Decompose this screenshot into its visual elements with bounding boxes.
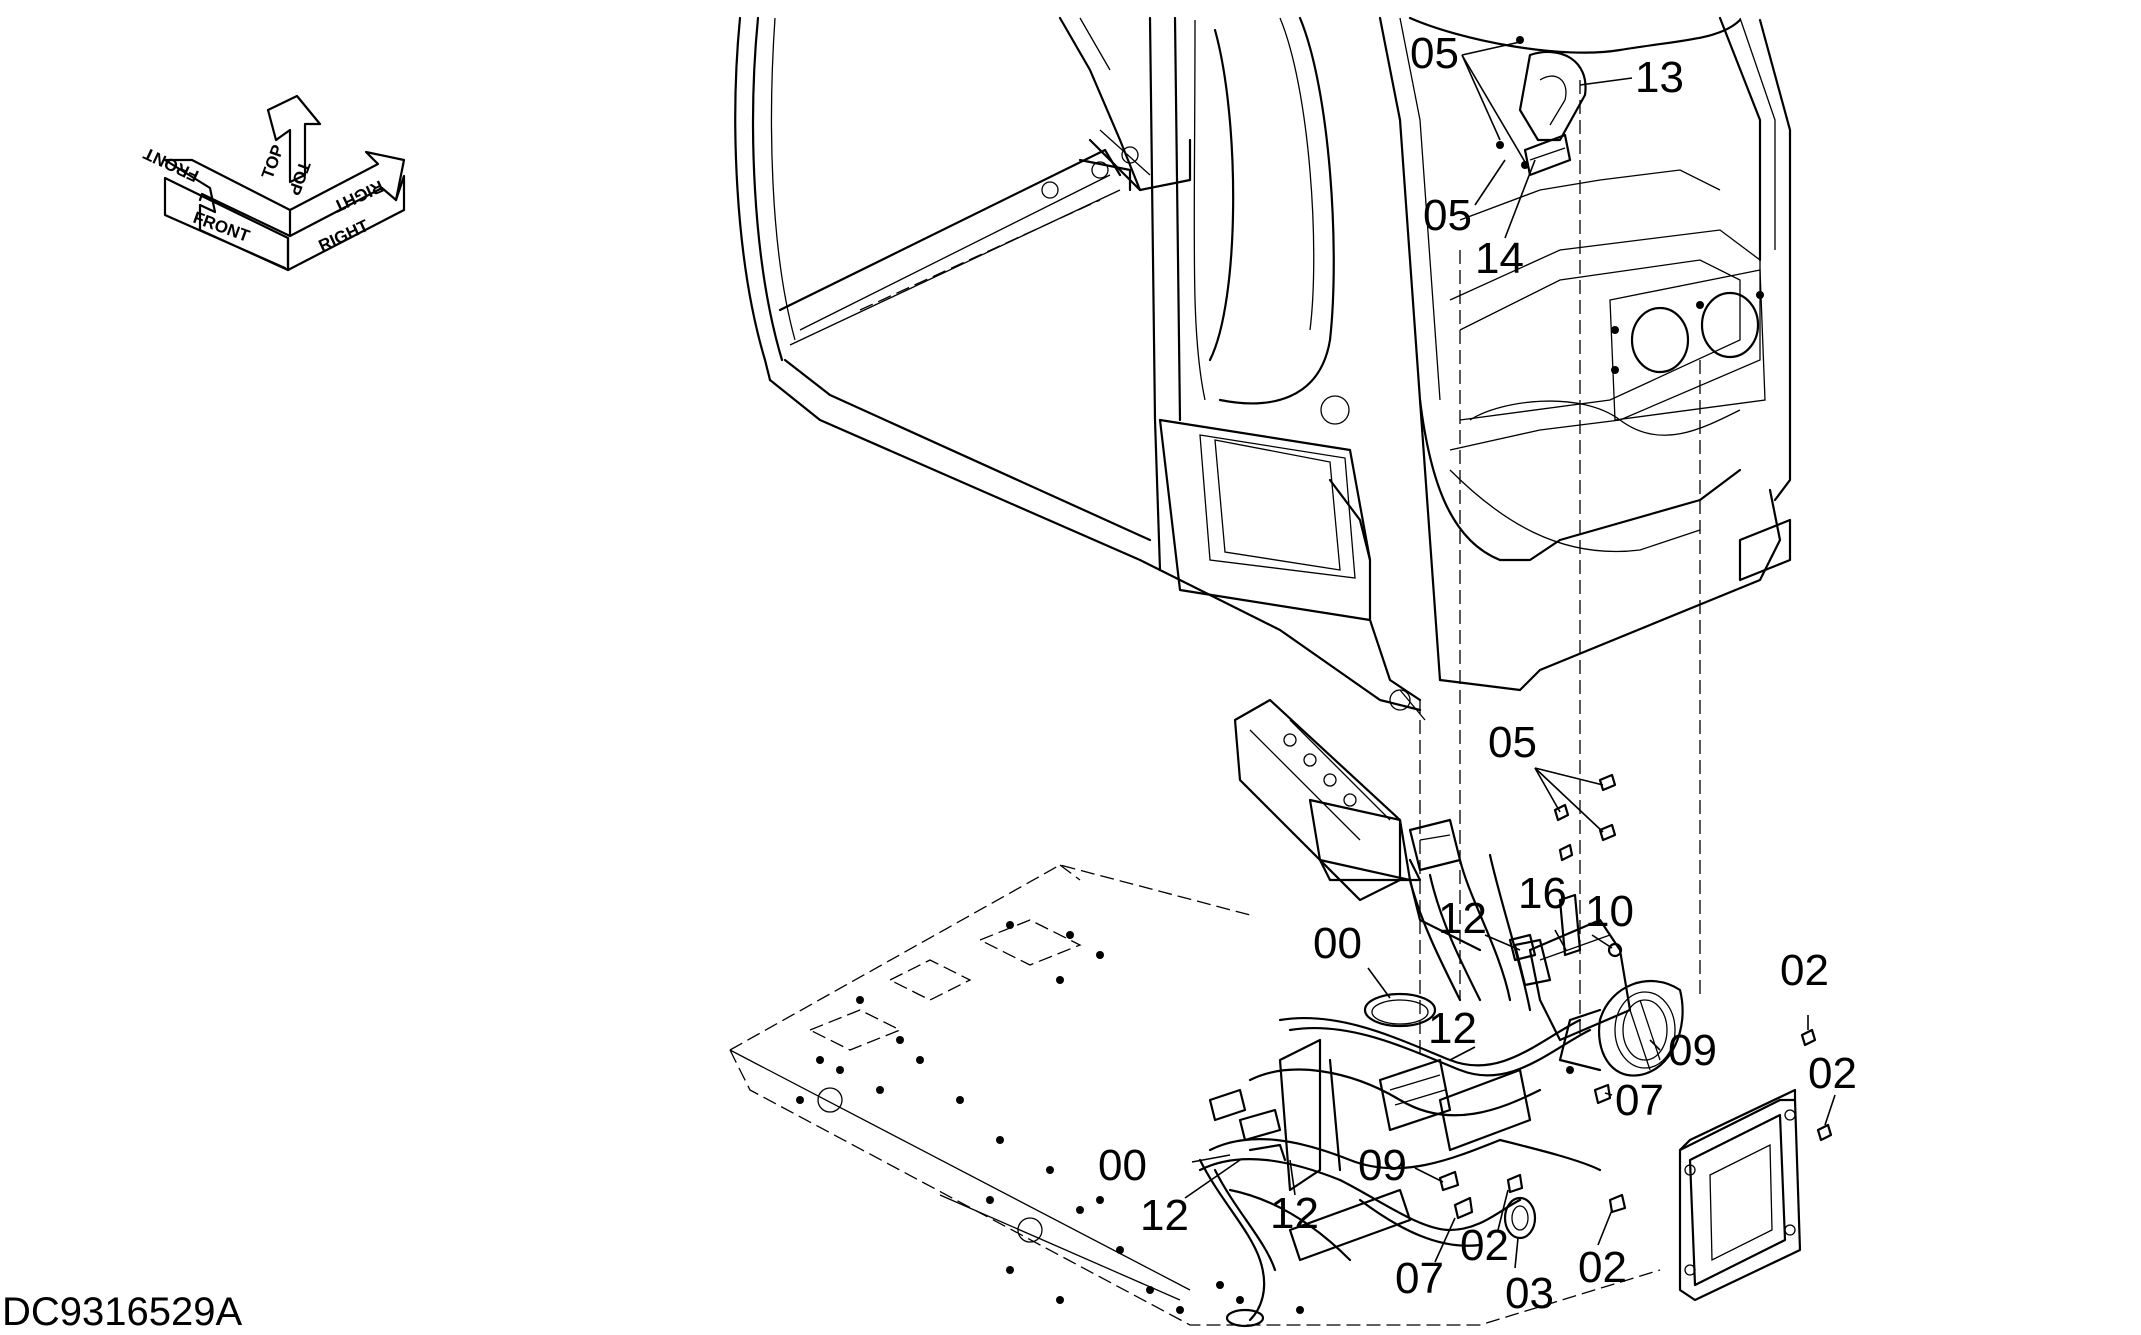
callout-12-lower: 12 — [1270, 1189, 1319, 1238]
callout-14: 14 — [1475, 234, 1524, 283]
callout-02-lower-right: 02 — [1578, 1243, 1627, 1292]
callout-07-right: 07 — [1615, 1076, 1664, 1125]
wire-harness — [1198, 853, 1632, 1322]
callout-02-upper-right: 02 — [1780, 946, 1829, 995]
callout-labels: 05 13 05 14 05 12 16 10 00 02 12 09 02 0… — [1098, 29, 1857, 1318]
callout-00-top: 00 — [1313, 919, 1362, 968]
callout-09-speaker: 09 — [1668, 1026, 1717, 1075]
callout-10: 10 — [1585, 887, 1634, 936]
right-label-reversed: RIGHT — [330, 176, 387, 216]
front-label-reversed: FRONT — [140, 143, 202, 185]
callout-12-middle: 12 — [1428, 1004, 1477, 1053]
callout-09-lower: 09 — [1358, 1141, 1407, 1190]
callout-02-right: 02 — [1808, 1049, 1857, 1098]
floor-plate — [729, 864, 1661, 1328]
speaker-assembly — [1558, 980, 1684, 1077]
callout-16: 16 — [1518, 869, 1567, 918]
callout-07-lower: 07 — [1395, 1254, 1444, 1303]
right-label: RIGHT — [316, 216, 373, 256]
callout-05-top: 05 — [1410, 29, 1459, 78]
callout-02-lower-left: 02 — [1460, 1221, 1509, 1270]
callout-05-middle: 05 — [1488, 718, 1537, 767]
fasteners — [1438, 773, 1833, 1240]
top-label-reversed: TOP — [284, 159, 314, 198]
top-label: TOP — [258, 142, 288, 181]
cab-frame — [734, 16, 1792, 721]
callout-13: 13 — [1635, 53, 1684, 102]
orientation-indicator: FRONT FRONT TOP TOP RIGHT RIGHT — [140, 94, 406, 272]
callout-12-left: 12 — [1140, 1191, 1189, 1240]
alignment-lines — [1419, 80, 1701, 1060]
callout-03: 03 — [1505, 1269, 1554, 1318]
callout-12-top: 12 — [1438, 894, 1487, 943]
callout-00-left: 00 — [1098, 1141, 1147, 1190]
controller-box — [1678, 1088, 1802, 1302]
callout-05-upper: 05 — [1423, 191, 1472, 240]
leader-lines — [1184, 41, 1836, 1269]
light-assembly — [1496, 36, 1587, 177]
document-id: DC9316529A — [2, 1290, 242, 1334]
